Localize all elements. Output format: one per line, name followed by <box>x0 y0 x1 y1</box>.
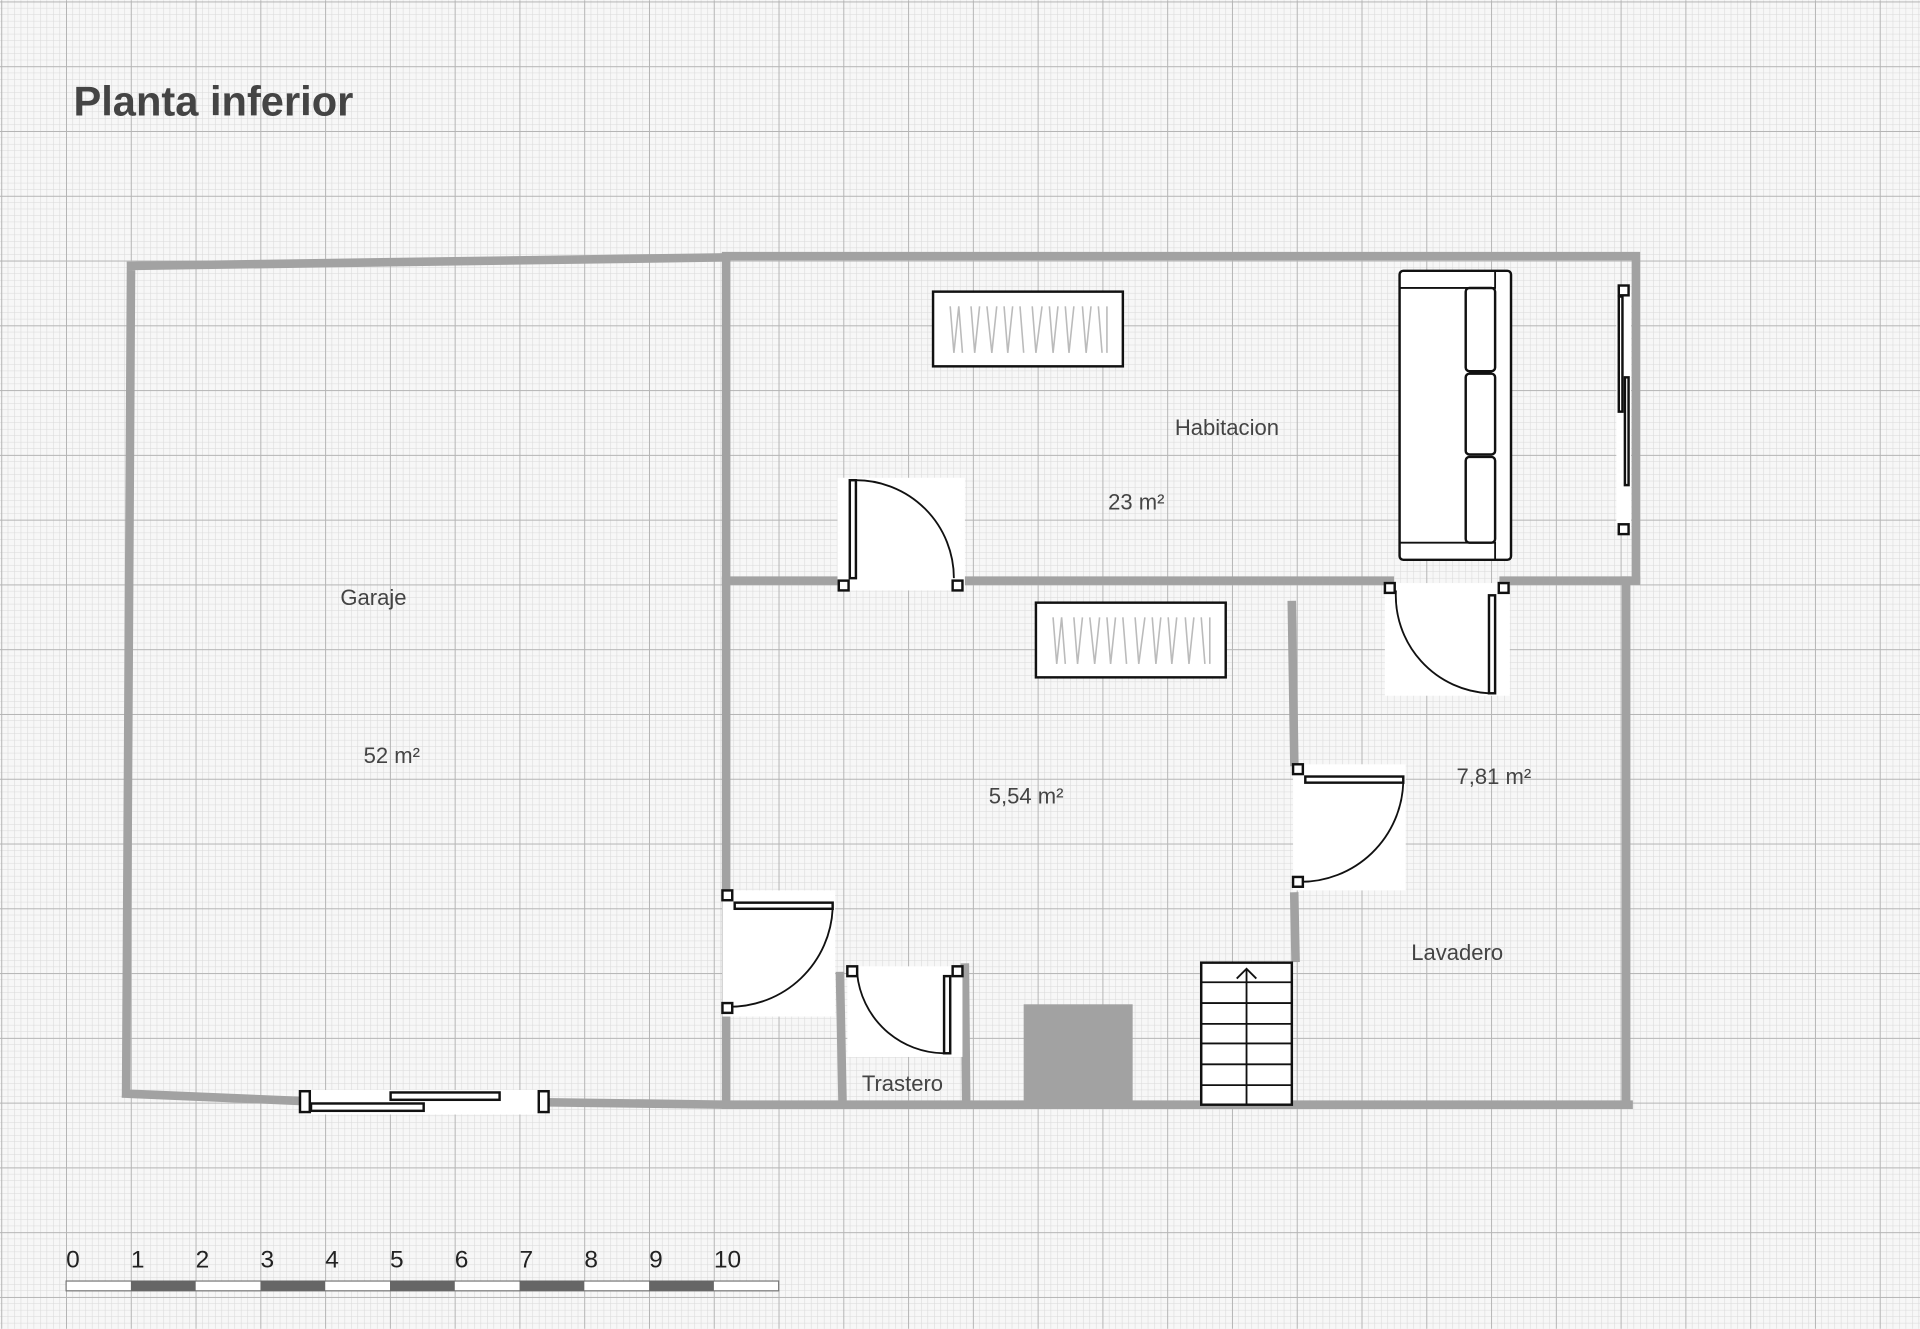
door-lavadero-side[interactable] <box>1291 763 1406 891</box>
stairs[interactable] <box>1200 961 1294 1106</box>
door-habitacion[interactable] <box>837 477 965 592</box>
scale-bar-label: 5 <box>390 1247 404 1274</box>
room-area-lavadero: 7,81 m² <box>1457 764 1532 789</box>
scale-bar: 0 1 2 3 4 5 6 7 8 9 10 <box>65 1247 780 1292</box>
scale-bar-label: 8 <box>584 1247 598 1274</box>
scale-bar-segment <box>390 1281 455 1291</box>
room-area-garaje: 52 m² <box>364 743 420 768</box>
scale-bar-label: 7 <box>520 1247 534 1274</box>
sofa[interactable] <box>1398 269 1513 562</box>
room-area-hall: 5,54 m² <box>989 783 1064 808</box>
door-lavadero-top[interactable] <box>1383 581 1510 696</box>
radiator-hall[interactable] <box>1034 601 1227 679</box>
door-trastero[interactable] <box>846 965 964 1057</box>
sliding-door-garaje[interactable] <box>298 1090 550 1115</box>
scale-bar-segment <box>260 1281 326 1291</box>
column-block <box>1023 1004 1133 1105</box>
scale-bar-label: 9 <box>649 1247 663 1274</box>
scale-bar-label: 10 <box>714 1247 741 1274</box>
scale-bar-label: 3 <box>260 1247 274 1274</box>
room-name-garaje: Garaje <box>340 585 406 610</box>
scale-bar-segment <box>519 1281 585 1291</box>
scale-bar-label: 1 <box>131 1247 145 1274</box>
room-name-trastero: Trastero <box>862 1071 943 1096</box>
scale-bar-segment <box>649 1281 714 1291</box>
scale-bar-segment <box>130 1281 196 1291</box>
scale-bar-label: 4 <box>325 1247 339 1274</box>
window-habitacion[interactable] <box>1616 284 1632 536</box>
plan-title: Planta inferior <box>73 77 353 124</box>
scale-bar-label: 6 <box>455 1247 469 1274</box>
scale-bar-label: 2 <box>196 1247 210 1274</box>
room-name-lavadero: Lavadero <box>1411 940 1503 965</box>
room-area-habitacion: 23 m² <box>1108 490 1164 515</box>
room-name-habitacion: Habitacion <box>1175 415 1279 440</box>
scale-bar-label: 0 <box>66 1247 80 1274</box>
door-garaje-hall[interactable] <box>721 889 836 1017</box>
radiator-habitacion[interactable] <box>931 290 1125 368</box>
